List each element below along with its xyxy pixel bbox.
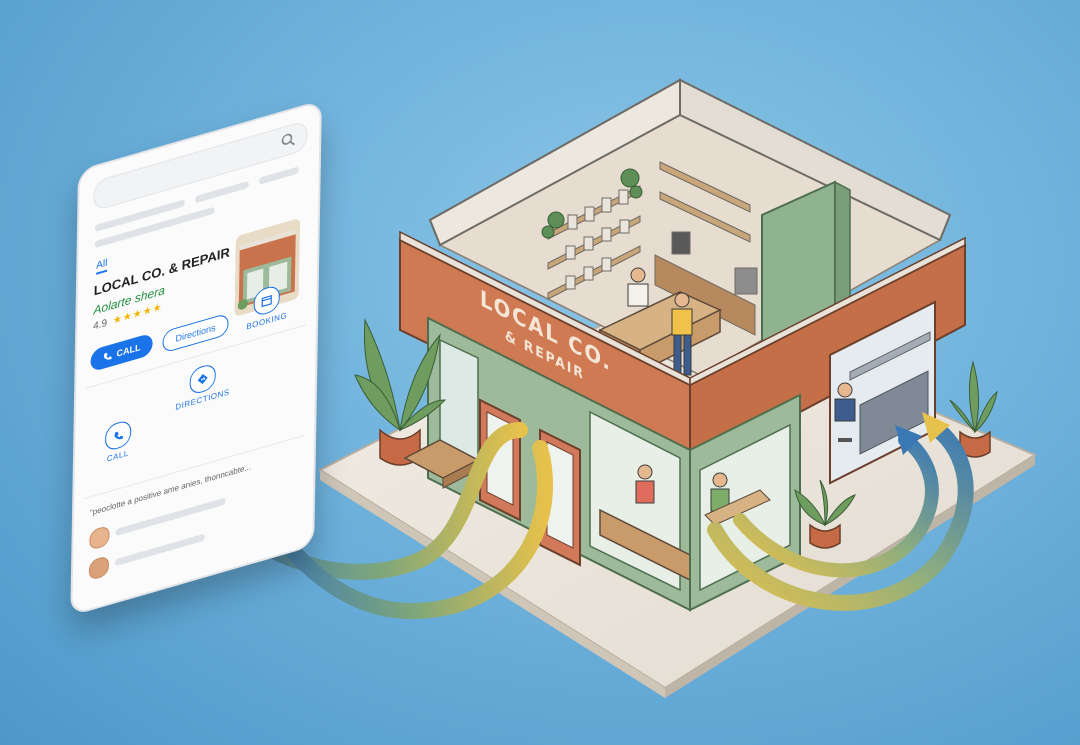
search-result-card: All LOCAL CO. & REPAIR Aolarte shera 4.9… — [70, 99, 322, 617]
booking-label: BOOKING — [246, 310, 288, 332]
retail-counter — [599, 464, 691, 582]
flow-arrow-3 — [707, 420, 974, 611]
placeholder-line — [114, 533, 205, 567]
phone-icon — [103, 352, 112, 360]
rating-value: 4.9 — [93, 317, 108, 333]
directions-button[interactable]: Directions — [162, 312, 229, 354]
booking-action[interactable]: BOOKING — [246, 282, 288, 332]
call-button[interactable]: CALL — [90, 332, 153, 373]
call-action[interactable]: CALL — [104, 418, 132, 465]
hanging-plant — [541, 168, 643, 239]
wall-shelves — [547, 185, 641, 300]
call-button-label: CALL — [116, 341, 141, 359]
avatar — [88, 555, 110, 581]
tab-all[interactable]: All — [96, 257, 108, 275]
directions-button-label: Directions — [175, 322, 216, 344]
search-icon — [281, 133, 295, 146]
placeholder-line — [258, 166, 299, 185]
coffee-station — [654, 161, 758, 336]
phone-icon — [104, 418, 132, 453]
avatar — [89, 524, 110, 551]
back-wall-right — [679, 78, 952, 242]
search-input[interactable] — [93, 119, 308, 212]
placeholder-line — [194, 180, 249, 204]
customer-flow-arrows — [200, 412, 974, 620]
customer-figure — [704, 472, 771, 526]
barista-figures — [627, 267, 693, 376]
directions-icon — [189, 362, 217, 396]
calendar-icon — [253, 283, 281, 318]
potted-plant-front — [794, 479, 856, 549]
flow-arrow-2 — [250, 440, 553, 620]
flow-arrow-4 — [733, 433, 939, 578]
directions-action[interactable]: DIRECTIONS — [175, 358, 230, 412]
call-icon-label: CALL — [106, 448, 129, 464]
